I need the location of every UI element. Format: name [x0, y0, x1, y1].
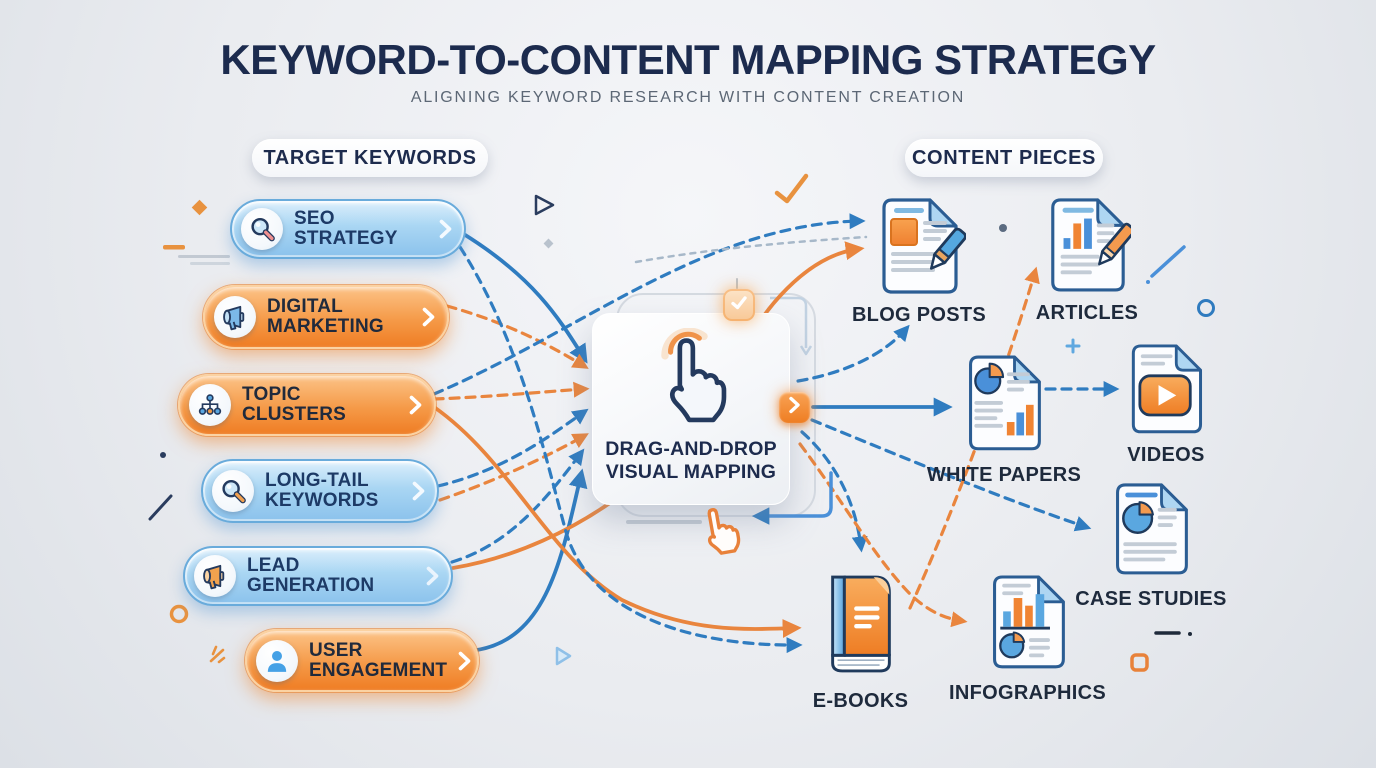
- keyword-label: LEAD GENERATION: [247, 555, 375, 596]
- content-pieces-header: CONTENT PIECES: [905, 139, 1103, 177]
- return-arrow: [751, 471, 833, 525]
- drag-cursor-icon: [687, 498, 751, 569]
- page-subtitle: ALIGNING KEYWORD RESEARCH WITH CONTENT C…: [410, 89, 966, 106]
- keyword-pill-topic-clusters[interactable]: TOPIC CLUSTERS: [178, 374, 436, 436]
- check-button[interactable]: [723, 289, 755, 321]
- megaphone-icon: [214, 296, 256, 338]
- content-label: BLOG POSTS: [851, 304, 987, 326]
- content-label: WHITE PAPERS: [926, 464, 1082, 486]
- chevron-right-icon: [409, 395, 422, 415]
- center-box-label-line2: VISUAL MAPPING: [605, 461, 777, 484]
- target-keywords-header: TARGET KEYWORDS: [252, 139, 488, 177]
- content-label: INFOGRAPHICS: [949, 682, 1106, 704]
- decorative-shapes: [148, 173, 1215, 672]
- chevron-right-icon: [412, 481, 425, 501]
- infographic-document-icon: [985, 568, 1071, 677]
- keyword-pill-seo-strategy[interactable]: SEO STRATEGY: [230, 199, 466, 259]
- keyword-to-center-arrows: [432, 231, 590, 652]
- keyword-label: LONG-TAIL KEYWORDS: [265, 470, 379, 511]
- sitemap-icon: [189, 384, 231, 426]
- content-item-blog-posts[interactable]: BLOG POSTS: [838, 194, 1000, 327]
- blog-post-document-icon: [872, 194, 967, 299]
- chevron-right-icon: [426, 566, 439, 586]
- content-item-infographics[interactable]: INFOGRAPHICS: [935, 568, 1120, 705]
- keyword-label: SEO STRATEGY: [294, 208, 398, 249]
- keyword-pill-lead-generation[interactable]: LEAD GENERATION: [183, 546, 453, 606]
- keyword-label: TOPIC CLUSTERS: [242, 384, 346, 425]
- center-box-label-line1: DRAG-AND-DROP: [605, 438, 777, 460]
- tap-hand-icon: [643, 327, 739, 437]
- keyword-label: DIGITAL MARKETING: [267, 296, 384, 337]
- content-item-articles[interactable]: ARTICLES: [1012, 194, 1162, 325]
- content-label: ARTICLES: [1035, 302, 1139, 324]
- content-item-white-papers[interactable]: WHITE PAPERS: [915, 348, 1093, 487]
- drag-drop-mapping-box[interactable]: DRAG-AND-DROP VISUAL MAPPING: [592, 313, 790, 505]
- magnifier-icon: [212, 470, 254, 512]
- chevron-right-icon: [439, 219, 452, 239]
- map-next-button[interactable]: [779, 392, 810, 423]
- magnifier-icon: [241, 208, 283, 250]
- page-title: KEYWORD-TO-CONTENT MAPPING STRATEGY: [220, 36, 1156, 83]
- content-label: E-BOOKS: [812, 690, 909, 712]
- article-document-icon: [1043, 194, 1136, 297]
- keyword-pill-long-tail-keywords[interactable]: LONG-TAIL KEYWORDS: [201, 459, 439, 523]
- keyword-pill-user-engagement[interactable]: USER ENGAGEMENT: [245, 629, 479, 692]
- ebook-icon: [817, 568, 905, 685]
- content-label: CASE STUDIES: [1075, 588, 1227, 610]
- check-icon: [730, 295, 748, 316]
- chevron-right-icon: [788, 396, 801, 419]
- content-item-case-studies[interactable]: CASE STUDIES: [1062, 476, 1240, 611]
- megaphone-icon: [194, 555, 236, 597]
- chevron-right-icon: [458, 651, 471, 671]
- content-label: VIDEOS: [1127, 444, 1205, 466]
- content-item-videos[interactable]: VIDEOS: [1100, 340, 1232, 467]
- case-study-document-icon: [1108, 476, 1194, 583]
- chevron-right-icon: [422, 307, 435, 327]
- keyword-pill-digital-marketing[interactable]: DIGITAL MARKETING: [203, 285, 449, 349]
- video-document-icon: [1124, 340, 1208, 439]
- white-paper-document-icon: [961, 348, 1047, 459]
- keyword-label: USER ENGAGEMENT: [309, 639, 448, 681]
- user-icon: [256, 639, 298, 682]
- content-item-e-books[interactable]: E-BOOKS: [788, 568, 933, 713]
